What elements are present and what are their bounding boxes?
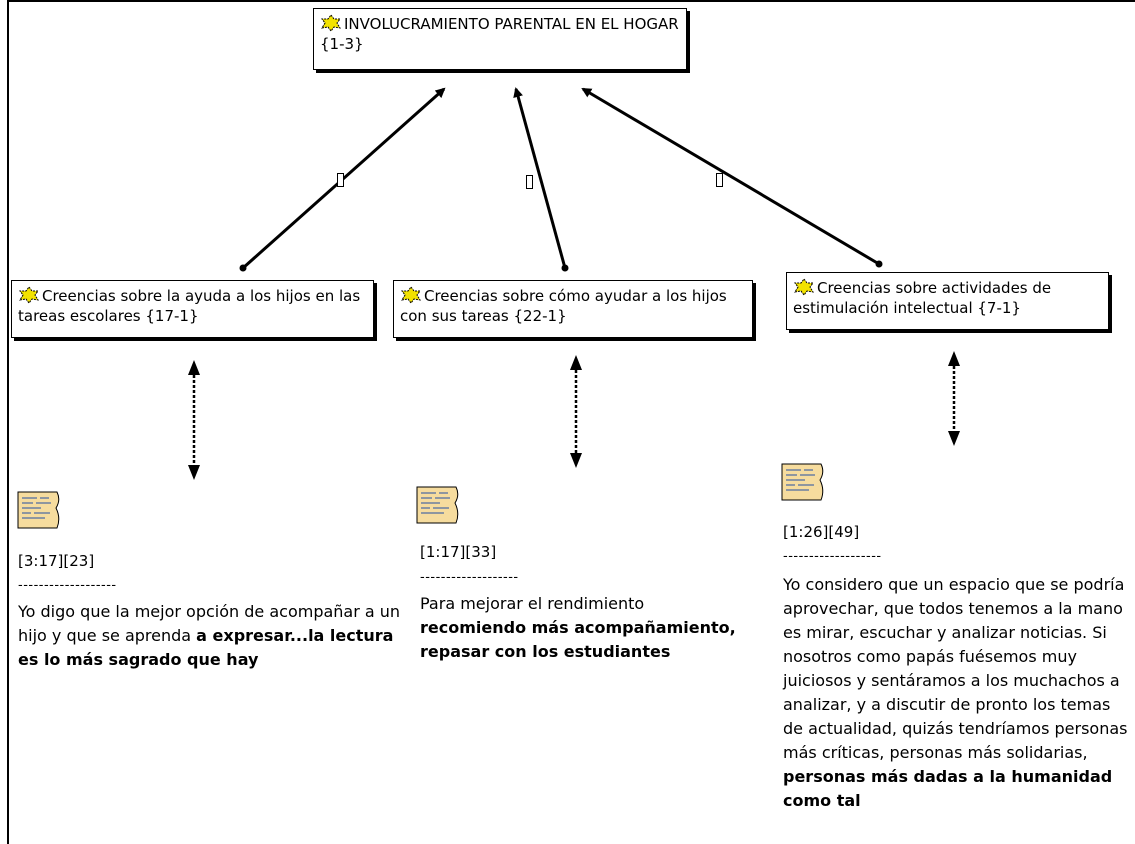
code-star-icon [401, 286, 421, 304]
quotation-1-id: [3:17][23] [18, 552, 95, 570]
quotation-2-text: Para mejorar el rendimiento recomiendo m… [420, 592, 750, 664]
code-node-3[interactable]: Creencias sobre actividades de estimulac… [786, 272, 1109, 330]
canvas-left-border [7, 0, 9, 844]
code-node-1-label: Creencias sobre la ayuda a los hijos en … [18, 287, 361, 325]
code-node-3-label: Creencias sobre actividades de estimulac… [793, 279, 1052, 317]
relation-marker-1[interactable] [337, 173, 344, 187]
code-star-icon [19, 286, 39, 304]
code-node-2-label: Creencias sobre cómo ayudar a los hijos … [400, 287, 727, 325]
link-node2-to-top [513, 87, 567, 269]
link-node3-to-top [581, 87, 880, 266]
quotation-2-plain: Para mejorar el rendimiento [420, 594, 645, 613]
quotation-3-text: Yo considero que un espacio que se podrí… [783, 573, 1133, 813]
quotation-3-plain: Yo considero que un espacio que se podrí… [783, 575, 1128, 762]
quotation-1-separator: ------------------- [18, 578, 117, 593]
quotation-2-bold: recomiendo más acompañamiento, repasar c… [420, 618, 736, 661]
quotation-note-icon[interactable] [416, 485, 462, 525]
quotation-2-id: [1:17][33] [420, 543, 497, 561]
quotation-note-icon[interactable] [781, 462, 827, 502]
quotation-3-id: [1:26][49] [783, 523, 860, 541]
quotation-note-icon[interactable] [17, 490, 63, 530]
quotation-1-text: Yo digo que la mejor opción de acompañar… [18, 600, 403, 672]
quotation-3-separator: ------------------- [783, 549, 882, 564]
code-star-icon [321, 14, 341, 32]
code-star-icon [794, 278, 814, 296]
quotation-1-plain: Yo digo que la mejor opción de acompañar… [18, 602, 401, 645]
quotation-3-bold: personas más dadas a la humanidad como t… [783, 767, 1113, 810]
code-node-1[interactable]: Creencias sobre la ayuda a los hijos en … [11, 280, 374, 338]
link-node1-quote1 [188, 360, 200, 480]
quotation-1-bold: a expresar...la lectura es lo más sagrad… [18, 626, 394, 669]
quotation-2-separator: ------------------- [420, 570, 519, 585]
link-node3-quote3 [948, 351, 960, 446]
code-node-2[interactable]: Creencias sobre cómo ayudar a los hijos … [393, 280, 753, 338]
code-node-top[interactable]: INVOLUCRAMIENTO PARENTAL EN EL HOGAR {1-… [313, 8, 687, 70]
code-node-top-label: INVOLUCRAMIENTO PARENTAL EN EL HOGAR {1-… [320, 15, 679, 53]
canvas-top-border [7, 0, 1135, 2]
link-node2-quote2 [570, 355, 582, 468]
relation-marker-2[interactable] [526, 175, 533, 189]
relation-marker-3[interactable] [716, 173, 723, 187]
